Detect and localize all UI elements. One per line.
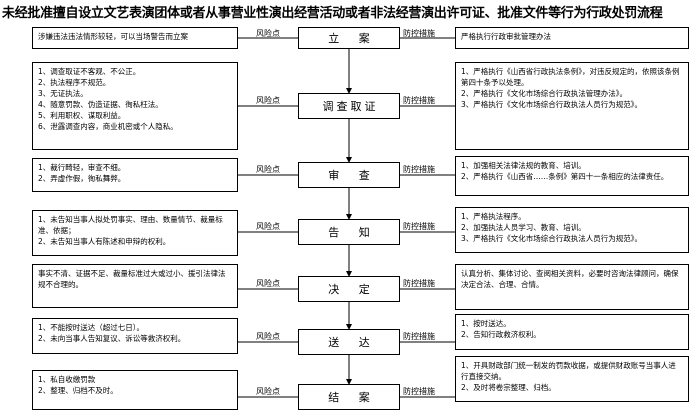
- stage-delivery: 送 达: [298, 329, 400, 355]
- risk-line: 4、随意罚款、伪造证据、徇私枉法。: [38, 100, 163, 109]
- measure-box-review: 1、加强相关法律法规的教育、培训。 2、严格执行《山西省……条例》第四十一条相应…: [455, 156, 689, 196]
- stage-decision: 决 定: [298, 276, 400, 302]
- risk-line: 6、泄露调查内容，商业机密或个人隐私。: [38, 122, 178, 131]
- risk-line: 2、未向当事人告知复议、诉讼等救济权利。: [38, 334, 186, 343]
- measure-line: 认真分析、集体讨论、查阅相关资料，必要时咨询法律顾问，确保决定合法、合理、合情。: [461, 269, 679, 289]
- stage-investigation: 调查取证: [298, 93, 400, 119]
- risk-line: 1、未告知当事人拟处罚事实、理由、数量情节、裁量标准、依据；: [38, 215, 223, 235]
- stage-label: 立 案: [328, 32, 378, 45]
- risk-line: 5、利用职权、谋取利益。: [38, 111, 126, 120]
- stage-label: 告 知: [328, 226, 378, 239]
- measure-line: 1、加强相关法律法规的教育、培训。: [461, 161, 586, 170]
- risk-box-decision: 事实不清、证据不足、裁量标准过大或过小、援引法律法规不合理的。: [32, 264, 238, 308]
- risk-line: 涉嫌违法违法情形较轻，可以当场警告而立案: [38, 32, 188, 41]
- risk-line: 2、整理、归档不及时。: [38, 386, 118, 395]
- risk-line: 1、调查取证不客观、不公正。: [38, 67, 141, 76]
- measure-line: 1、严格执行《山西省行政执法条例》，对违反规定的，依照该条例第四十条予以处理。: [461, 67, 680, 87]
- risk-point-label: 风险点: [256, 165, 280, 174]
- risk-line: 2、执法程序不规范。: [38, 78, 111, 87]
- stage-label: 调查取证: [322, 100, 379, 113]
- stage-label: 结 案: [328, 391, 378, 404]
- risk-box-delivery: 1、不能按时送达（超过七日）。 2、未向当事人告知复议、诉讼等救济权利。: [32, 318, 238, 354]
- measure-box-filing: 严格执行行政审批管理办法: [455, 27, 689, 49]
- risk-line: 2、未告知当事人有陈述和申辩的权利。: [38, 237, 171, 246]
- stage-review: 审 查: [298, 162, 400, 188]
- risk-line: 1、裁行畸轻，审查不细。: [38, 163, 126, 172]
- stage-filing: 立 案: [298, 27, 400, 49]
- measure-box-decision: 认真分析、集体讨论、查阅相关资料，必要时咨询法律顾问，确保决定合法、合理、合情。: [455, 264, 689, 310]
- measure-box-investigation: 1、严格执行《山西省行政执法条例》，对违反规定的，依照该条例第四十条予以处理。 …: [455, 62, 689, 150]
- prevention-label: 防控措施: [403, 96, 435, 105]
- prevention-label: 防控措施: [403, 29, 435, 38]
- measure-box-delivery: 1、按时送达。 2、告知行政救济权利。: [455, 314, 689, 350]
- stage-label: 送 达: [328, 336, 378, 349]
- risk-line: 2、弄虚作假，徇私舞弊。: [38, 174, 126, 183]
- risk-line: 1、私自收缴罚款: [38, 375, 96, 384]
- risk-line: 事实不清、证据不足、裁量标准过大或过小、援引法律法规不合理的。: [38, 269, 226, 289]
- risk-point-label: 风险点: [256, 279, 280, 288]
- risk-point-label: 风险点: [256, 387, 280, 396]
- measure-line: 2、告知行政救济权利。: [461, 330, 541, 339]
- risk-point-label: 风险点: [256, 96, 280, 105]
- measure-line: 2、严格执行《山西省……条例》第四十一条相应的法律责任。: [461, 172, 669, 181]
- measure-box-closing: 1、开具财政部门统一制发的罚款收据，或提供财政账号当事人进行直接交纳。 2、及时…: [455, 356, 689, 402]
- stage-closing: 结 案: [298, 384, 400, 410]
- measure-line: 3、严格执行《文化市场综合行政执法人员行为规范》。: [461, 234, 643, 243]
- risk-box-investigation: 1、调查取证不客观、不公正。 2、执法程序不规范。 3、无证执法。 4、随意罚款…: [32, 62, 238, 150]
- stage-label: 决 定: [328, 283, 378, 296]
- measure-line: 严格执行行政审批管理办法: [461, 32, 551, 41]
- stage-label: 审 查: [328, 169, 378, 182]
- risk-box-closing: 1、私自收缴罚款 2、整理、归档不及时。: [32, 370, 238, 410]
- prevention-label: 防控措施: [403, 279, 435, 288]
- prevention-label: 防控措施: [403, 222, 435, 231]
- prevention-label: 防控措施: [403, 332, 435, 341]
- risk-point-label: 风险点: [256, 332, 280, 341]
- risk-box-notification: 1、未告知当事人拟处罚事实、理由、数量情节、裁量标准、依据； 2、未告知当事人有…: [32, 210, 238, 256]
- risk-line: 3、无证执法。: [38, 89, 88, 98]
- measure-line: 2、及时将卷宗整理、归档。: [461, 383, 556, 392]
- risk-point-label: 风险点: [256, 222, 280, 231]
- prevention-label: 防控措施: [403, 165, 435, 174]
- risk-box-review: 1、裁行畸轻，审查不细。 2、弄虚作假，徇私舞弊。: [32, 158, 238, 192]
- measure-line: 1、按时送达。: [461, 319, 511, 328]
- measure-line: 2、严格执行《文化市场综合行政执法管理办法》。: [461, 89, 628, 98]
- measure-line: 1、严格执法程序。: [461, 212, 526, 221]
- stage-notification: 告 知: [298, 219, 400, 245]
- risk-line: 1、不能按时送达（超过七日）。: [38, 323, 145, 332]
- risk-point-label: 风险点: [256, 29, 280, 38]
- measure-box-notification: 1、严格执法程序。 2、加强执法人员学习、教育、培训。 3、严格执行《文化市场综…: [455, 207, 689, 253]
- prevention-label: 防控措施: [403, 387, 435, 396]
- risk-box-filing: 涉嫌违法违法情形较轻，可以当场警告而立案: [32, 27, 238, 49]
- page-title: 未经批准擅自设立文艺表演团体或者从事营业性演出经营活动或者非法经营演出许可证、批…: [2, 6, 663, 20]
- measure-line: 1、开具财政部门统一制发的罚款收据，或提供财政账号当事人进行直接交纳。: [461, 361, 676, 381]
- measure-line: 2、加强执法人员学习、教育、培训。: [461, 223, 586, 232]
- measure-line: 3、严格执行《文化市场综合行政执法人员行为规范》。: [461, 100, 643, 109]
